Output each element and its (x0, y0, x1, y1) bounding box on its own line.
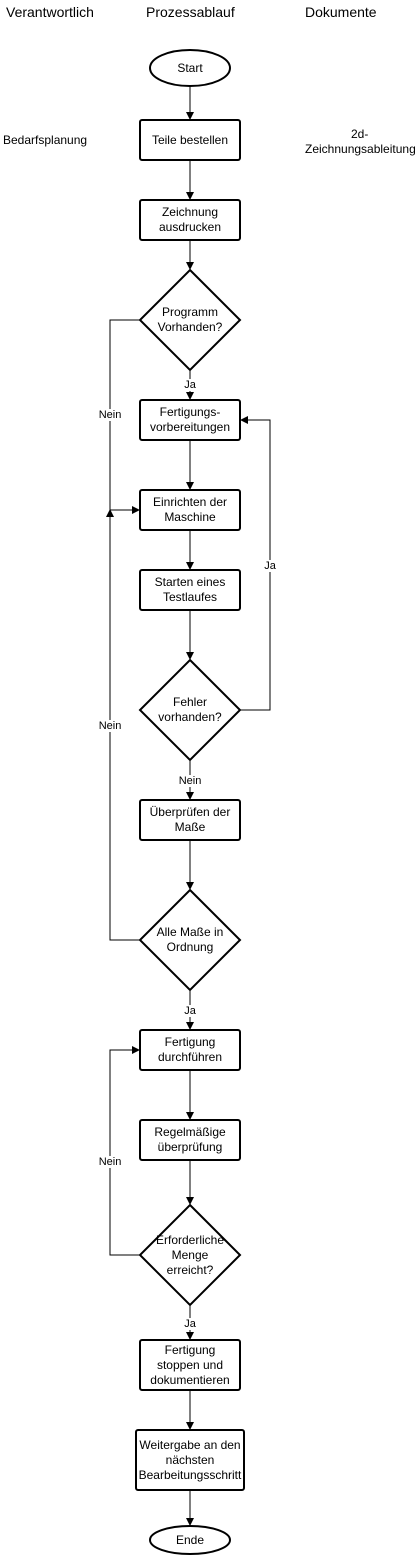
end-terminal-shape (149, 1525, 231, 1555)
start-terminal: Start (177, 60, 203, 75)
edge-label-quantity-no: Nein (97, 1156, 123, 1168)
document-label-line2: Zeichnungsableitung (305, 142, 416, 156)
check-dimensions-step: Überprüfen der Maße (149, 805, 231, 834)
print-drawing-step: Zeichnung ausdrucken (158, 205, 222, 234)
dimensions-ok-decision: Alle Maße in Ordnung (156, 925, 224, 954)
edge-quantity-no-to-production (109, 1046, 140, 1256)
setup-machine-step: Einrichten der Maschine (152, 495, 228, 524)
order-parts-step: Teile bestellen (151, 132, 229, 147)
stop-production-step: Fertigung stoppen und dokumentieren (150, 1342, 230, 1387)
header-documents: Dokumente (305, 4, 377, 20)
responsible-step-label: Bedarfsplanung (3, 133, 88, 147)
edge-label-errors-yes: Ja (263, 560, 277, 572)
production-step: Fertigung durchführen (157, 1035, 223, 1064)
handover-step: Weitergabe an den nächsten Bearbeitungss… (138, 1437, 242, 1482)
regular-check-step: Regelmäßige überprüfung (154, 1125, 226, 1154)
edge-label-errors-no: Nein (177, 775, 203, 787)
edge-label-dims-no: Nein (97, 720, 123, 732)
header-process: Prozessablauf (146, 4, 235, 20)
errors-exist-decision: Fehler vorhanden? (158, 695, 222, 724)
program-exists-decision: Programm Vorhanden? (157, 305, 223, 334)
edge-label-dims-yes: Ja (183, 1005, 197, 1017)
edge-label-program-yes: Ja (183, 379, 197, 391)
quantity-reached-decision: Erforderliche Menge erreicht? (155, 1232, 225, 1277)
test-run-step: Starten eines Testlaufes (154, 575, 226, 604)
edge-dims-no-loop (106, 509, 140, 941)
preparation-step: Fertigungs- vorbereitungen (149, 405, 231, 434)
edge-label-quantity-yes: Ja (183, 1318, 197, 1330)
header-responsible: Verantwortlich (6, 4, 94, 20)
document-label-line1: 2d- (351, 127, 369, 141)
end-terminal: Ende (175, 1532, 205, 1547)
edge-label-program-no: Nein (97, 409, 123, 421)
